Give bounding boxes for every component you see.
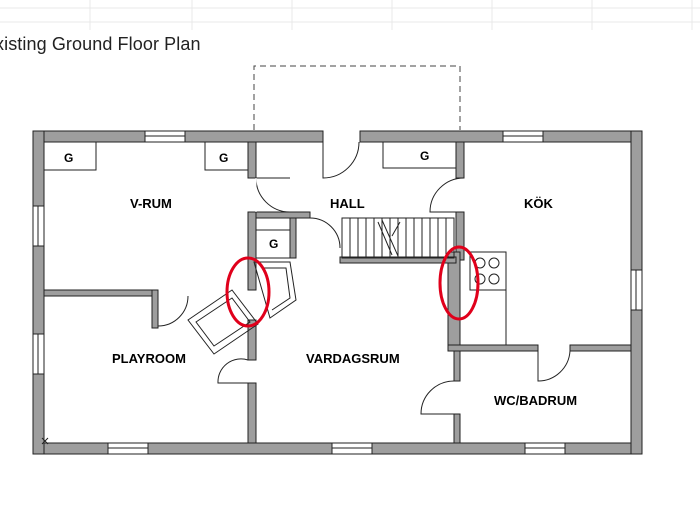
room-label-vardagsrum: VARDAGSRUM — [306, 351, 400, 366]
wall-playroom-vardag-lower — [247, 382, 257, 444]
vrum-playroom-door — [157, 295, 189, 327]
porch-outline — [253, 65, 461, 130]
wardrobes — [43, 141, 457, 259]
window-glazing-lines — [37, 135, 637, 449]
wall-vrum-playroom-left — [43, 289, 157, 297]
room-label-wc-badrum: WC/BADRUM — [494, 393, 577, 408]
wall-wc-top-right — [569, 344, 632, 352]
wall-hall-kok-upper — [455, 141, 465, 179]
highlight-ellipse-right — [438, 245, 480, 321]
wardrobe — [204, 141, 249, 171]
room-label-kok: KÖK — [524, 196, 554, 211]
wall-left — [32, 130, 45, 455]
wall-wc-left-lower — [453, 413, 461, 444]
wardrobe-label: G — [219, 151, 228, 165]
wardrobe-label: G — [269, 237, 278, 251]
page-title: xisting Ground Floor Plan — [0, 34, 201, 54]
room-label-v-rum: V-RUM — [130, 196, 172, 211]
wall-wc-top — [447, 344, 539, 352]
stove — [469, 251, 507, 291]
wardrobe — [43, 141, 97, 171]
interior-walls — [43, 141, 632, 444]
doors — [157, 141, 571, 415]
wc-top-door — [537, 350, 571, 382]
staircase — [341, 217, 455, 259]
wall-vrum-hall-lower — [247, 211, 257, 291]
playroom-door — [217, 358, 249, 384]
diagonal-opening — [187, 261, 297, 355]
wardrobe — [382, 141, 457, 169]
corner-mark — [41, 437, 49, 445]
wall-stub — [151, 289, 159, 329]
vrum-door — [255, 177, 291, 213]
wardrobe-label: G — [64, 151, 73, 165]
wardrobe — [255, 229, 291, 259]
wall-closet-right — [289, 217, 297, 259]
room-label-playroom: PLAYROOM — [112, 351, 186, 366]
room-label-hall: HALL — [330, 196, 365, 211]
wall-vrum-hall-upper — [247, 141, 257, 179]
closet-door — [309, 217, 341, 249]
highlight-ellipse-left — [225, 256, 271, 328]
highlight-circles — [225, 245, 480, 328]
grid-lines — [0, 0, 700, 30]
wall-playroom-vardag-mid — [247, 319, 257, 361]
wc-door — [420, 380, 455, 415]
wardrobe-label: G — [420, 149, 429, 163]
entrance-door — [322, 141, 360, 179]
wall-top-right — [359, 130, 643, 143]
kok-door — [429, 177, 465, 213]
wall-closet-top — [255, 211, 311, 219]
wall-wc-left-upper — [453, 350, 461, 382]
wall-kitchen-column — [447, 251, 461, 348]
spreadsheet-grid-strip — [0, 0, 700, 30]
